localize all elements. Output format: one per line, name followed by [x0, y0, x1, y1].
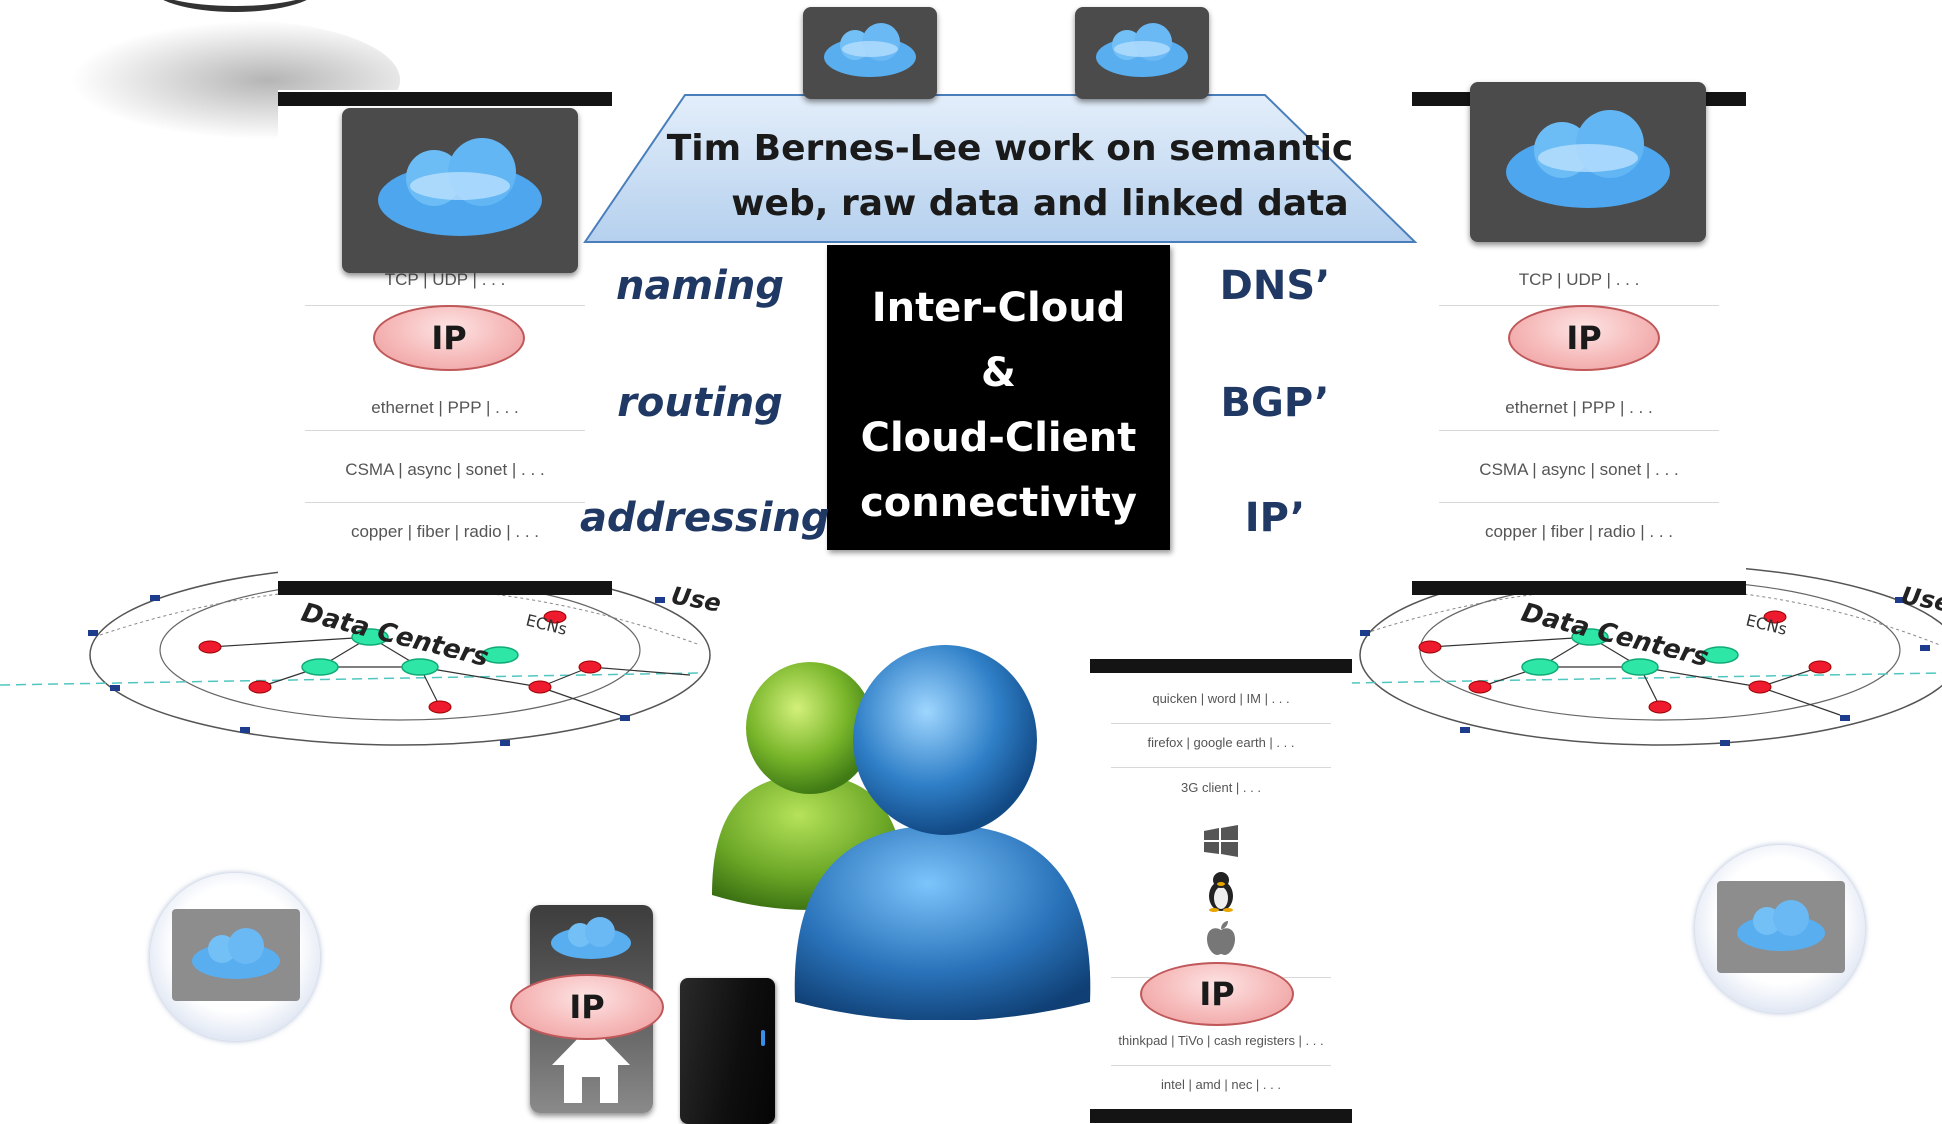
gateway-ip-ellipse: IP [510, 974, 664, 1040]
left-users-label: Users [669, 581, 720, 622]
right-users-label: Users [1899, 581, 1942, 622]
home-icon [551, 917, 631, 1103]
shadow-arc [150, 0, 320, 12]
client-protocol-hourglass: quicken | word | IM | . . . firefox | go… [1090, 655, 1352, 1123]
semantic-web-line2: web, raw data and linked data [731, 183, 1349, 224]
right-physical-row: copper | fiber | radio | . . . [1484, 522, 1674, 541]
external-drive-icon [680, 978, 775, 1124]
client-apps-row: quicken | word | IM | . . . [1152, 691, 1290, 706]
client-chips-row: intel | amd | nec | . . . [1161, 1077, 1281, 1092]
right-cloud-bubble [1695, 845, 1865, 1013]
left-mac-row: CSMA | async | sonet | . . . [345, 460, 545, 479]
bgp-label: BGP’ [1220, 380, 1330, 426]
right-link-row: ethernet | PPP | . . . [1505, 398, 1653, 417]
client-devices-row: thinkpad | TiVo | cash registers | . . . [1118, 1033, 1324, 1048]
left-cloud-box [342, 108, 578, 273]
semantic-web-line1: Tim Bernes-Lee work on semantic [666, 128, 1354, 169]
client-ip-ellipse: IP [1140, 962, 1294, 1026]
right-ip-ellipse: IP [1508, 305, 1660, 371]
dns-label: DNS’ [1219, 263, 1331, 309]
left-cloud-bubble [150, 873, 320, 1041]
addressing-label: addressing [580, 495, 830, 541]
semantic-web-banner [583, 94, 1418, 243]
inter-cloud-line4: connectivity [860, 480, 1137, 526]
client-3g-row: 3G client | . . . [1181, 780, 1261, 795]
top-cloud-box-1 [803, 7, 937, 99]
cloud-icon [1506, 110, 1670, 208]
left-ip-ellipse: IP [373, 305, 525, 371]
right-cloud-box [1470, 82, 1706, 242]
windows-icon [1204, 825, 1238, 857]
ip-prime-label: IP’ [1244, 495, 1306, 541]
inter-cloud-box: Inter-Cloud & Cloud-Client connectivity [827, 245, 1170, 550]
users-icon [712, 645, 1091, 1020]
cloud-icon [1096, 23, 1188, 77]
left-transport-row: TCP | UDP | . . . [384, 270, 506, 289]
right-network-diagram: Data Centers Users ECNs [1340, 564, 1942, 746]
right-transport-row: TCP | UDP | . . . [1518, 270, 1640, 289]
routing-label: routing [617, 380, 783, 426]
cloud-icon [192, 928, 280, 979]
cloud-icon [378, 138, 542, 236]
left-physical-row: copper | fiber | radio | . . . [350, 522, 540, 541]
left-link-row: ethernet | PPP | . . . [371, 398, 519, 417]
client-browsers-row: firefox | google earth | . . . [1147, 735, 1295, 750]
cloud-icon [824, 23, 916, 77]
naming-label: naming [616, 263, 784, 309]
inter-cloud-line3: Cloud-Client [860, 415, 1137, 461]
inter-cloud-line2: & [981, 350, 1016, 396]
apple-icon [1207, 921, 1235, 955]
cloud-icon [1737, 900, 1825, 951]
top-cloud-box-2 [1075, 7, 1209, 99]
linux-icon [1209, 872, 1233, 912]
inter-cloud-line1: Inter-Cloud [871, 285, 1126, 331]
right-mac-row: CSMA | async | sonet | . . . [1479, 460, 1679, 479]
